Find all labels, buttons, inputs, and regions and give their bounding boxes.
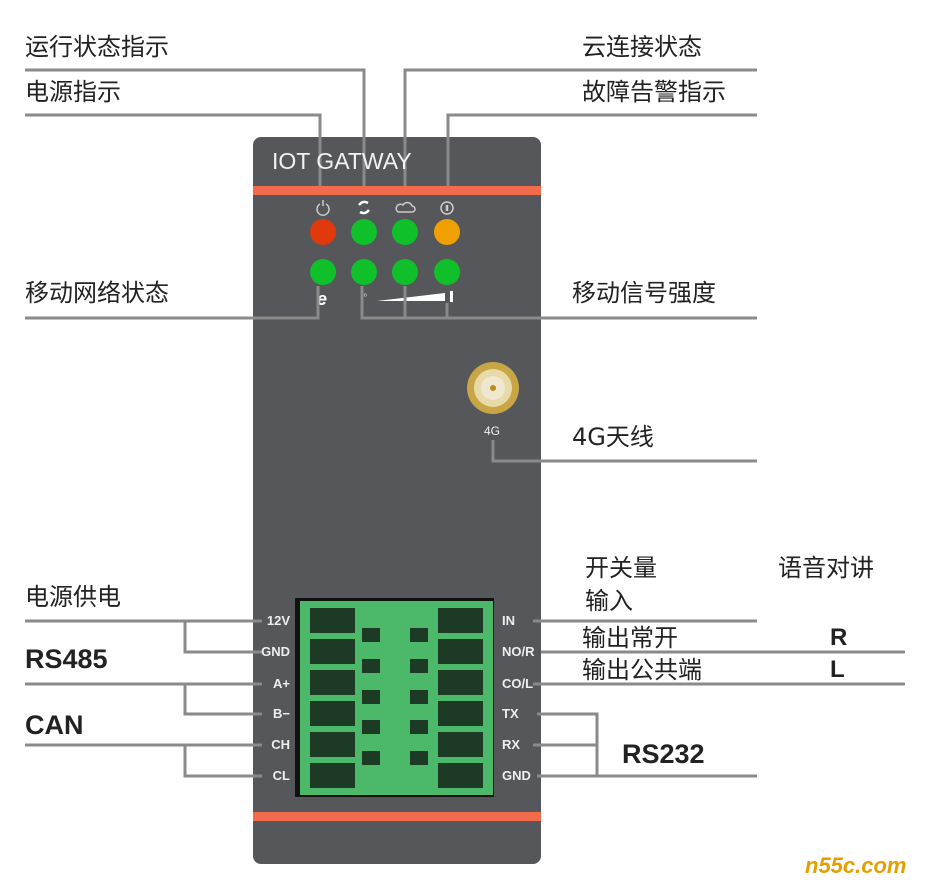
pin-label-rx: RX [502,737,521,752]
label-l: L [830,656,845,683]
label-output-no: 输出常开 [582,624,678,652]
label-fault-alarm: 故障告警指示 [582,78,726,106]
signal-icon: l° [361,291,453,304]
cloud-led [392,219,418,245]
signal-led-1 [351,259,377,285]
power-led [310,219,336,245]
led-indicators [310,219,460,285]
antenna-connector [467,362,519,414]
label-rs232: RS232 [622,739,705,769]
network-led [310,259,336,285]
cloud-icon [395,201,416,213]
signal-led-3 [434,259,460,285]
pin-label-a-plus: A+ [273,676,290,691]
label-switch-input-1: 开关量 [585,554,657,582]
pin-label-cl: CL [272,768,290,783]
power-icon [316,200,330,216]
label-power-indicator: 电源指示 [25,78,121,106]
fault-led [434,219,460,245]
leader-lines [25,68,905,778]
pin-label-no-r: NO/R [502,644,535,659]
pin-label-co-l: CO/L [502,676,534,691]
pin-label-in: IN [502,613,515,628]
label-power-supply: 电源供电 [25,583,121,611]
pin-label-12v: 12V [266,613,290,628]
top-stripe [253,186,541,195]
antenna-label: 4G [484,424,501,438]
label-can: CAN [25,710,84,740]
watermark: n55c.com [805,853,907,878]
signal-led-2 [392,259,418,285]
label-run-status: 运行状态指示 [25,33,169,61]
label-output-common: 输出公共端 [582,656,702,684]
pin-label-gnd: GND [261,644,290,659]
network-e-icon: e [317,289,327,309]
label-rs485: RS485 [25,644,108,674]
pin-label-b-minus: B− [273,706,290,721]
terminal-block [295,598,494,797]
device-title: IOT GATWAY [272,148,412,174]
bottom-stripe [253,812,541,821]
label-4g-antenna: 4G天线 [572,423,654,451]
run-led [351,219,377,245]
info-icon [440,201,454,215]
label-switch-input-2: 输入 [585,587,633,615]
label-cloud-status: 云连接状态 [582,33,702,61]
label-voice-intercom: 语音对讲 [778,554,874,582]
label-mobile-network: 移动网络状态 [25,279,169,307]
refresh-icon [358,200,370,215]
label-r: R [830,624,848,651]
pin-label-tx: TX [502,706,519,721]
pin-label-ch: CH [271,737,290,752]
label-mobile-signal: 移动信号强度 [572,279,716,307]
svg-text:l°: l° [361,293,367,304]
pin-label-gnd-right: GND [502,768,531,783]
